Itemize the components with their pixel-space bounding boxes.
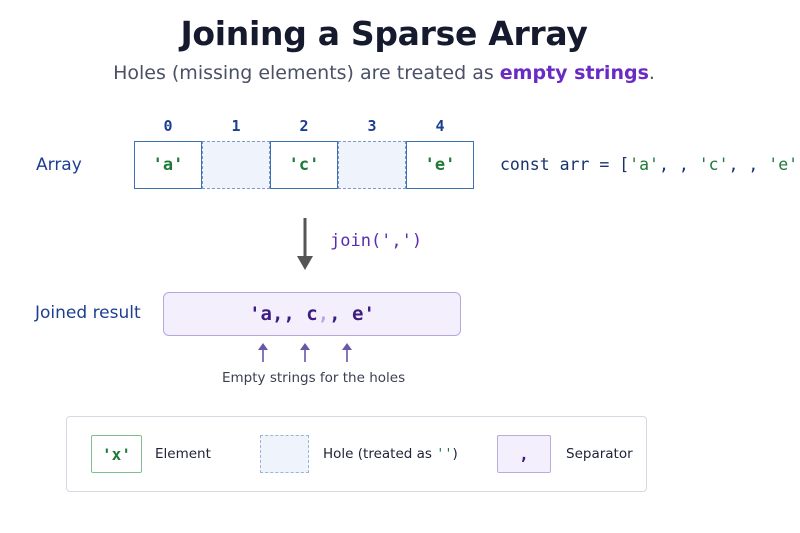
legend-hole-text-end: ): [452, 446, 458, 462]
subtitle-suffix: .: [648, 62, 655, 84]
legend-element-swatch: 'x': [91, 435, 142, 473]
index-label: 0: [163, 117, 173, 135]
subtitle: Holes (missing elements) are treated as …: [0, 62, 768, 84]
up-arrow-head: [342, 343, 352, 350]
array-cell-hole: [338, 141, 406, 189]
legend-hole-quote: '': [436, 446, 453, 462]
code-prefix: const arr = [: [500, 155, 630, 174]
array-label: Array: [36, 155, 82, 175]
legend-separator-swatch: ,: [497, 435, 551, 473]
code-suffix: ];: [798, 155, 800, 174]
array-code: const arr = ['a', , 'c', , 'e'];: [500, 155, 800, 174]
legend-hole-label: Hole (treated as ''): [323, 446, 458, 462]
result-part-1: 'a,, c: [249, 303, 318, 325]
down-arrow-head: [297, 256, 313, 270]
down-arrow-icon: [297, 218, 313, 270]
legend-hole-text: Hole (treated as: [323, 446, 437, 462]
index-label: 2: [299, 117, 309, 135]
code-string: 'a': [629, 155, 659, 174]
up-arrow-head: [258, 343, 268, 350]
holes-note: Empty strings for the holes: [222, 370, 406, 386]
index-label: 3: [367, 117, 377, 135]
page-title: Joining a Sparse Array: [180, 14, 588, 53]
legend-element-label: Element: [155, 446, 211, 462]
array-cell-element: 'c': [270, 141, 338, 189]
joined-result-label: Joined result: [35, 303, 141, 323]
array-cell-element: 'e': [406, 141, 474, 189]
joined-result-box: 'a,, c,, e': [163, 292, 461, 336]
subtitle-highlight: empty strings: [499, 62, 649, 84]
legend-hole-swatch: [260, 435, 309, 473]
subtitle-prefix: Holes (missing elements) are treated as: [113, 62, 494, 84]
legend-separator-label: Separator: [566, 446, 633, 462]
index-label: 4: [435, 117, 445, 135]
array-cell-hole: [202, 141, 270, 189]
code-separator: , ,: [728, 155, 769, 174]
join-operation-label: join(','): [330, 231, 423, 251]
up-arrows-icon: [258, 343, 352, 362]
up-arrow-head: [300, 343, 310, 350]
code-string: 'e': [768, 155, 799, 174]
array-cell-element: 'a': [134, 141, 202, 189]
index-label: 1: [231, 117, 241, 135]
code-string: 'c': [698, 155, 729, 174]
result-part-2: , e': [329, 303, 375, 325]
result-separator: ,: [317, 303, 330, 325]
code-separator: , ,: [658, 155, 699, 174]
